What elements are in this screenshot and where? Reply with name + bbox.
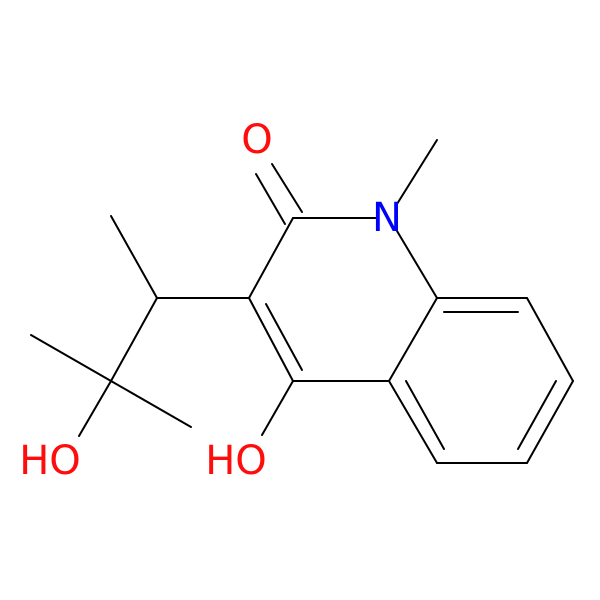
bond-carbonyl-a [271,163,303,213]
bond-cquat-oh [78,380,112,437]
bond-benzo-5-inner [405,380,445,450]
bond-benzo-5 [388,380,438,464]
bond-c3-c4-inner [265,303,303,371]
bond-n-methyl [396,139,438,205]
bond-carbonyl-b [255,173,286,225]
atom-label-ring-hydroxyl: HO [205,438,267,484]
bond-c3-c4 [248,297,294,382]
bond-benzo-3-inner [517,380,557,450]
bond-benzo-3 [526,380,574,464]
bond-cquat-methyl-right [110,380,192,428]
bond-c2-c3 [248,217,294,299]
bond-ch-cquat [110,297,158,382]
bond-benzo-6 [388,297,438,382]
atom-label-side-chain-hydroxyl: HO [19,438,81,484]
bond-ch-methyl [110,215,158,299]
bond-benzo-2 [526,297,574,382]
bond-c8a-n1 [396,230,438,299]
atom-label-ring-nitrogen: N [372,195,402,241]
bond-c4-oh [261,380,294,436]
bond-cquat-methyl-left [30,334,112,382]
atom-label-carbonyl-oxygen: O [241,117,272,163]
